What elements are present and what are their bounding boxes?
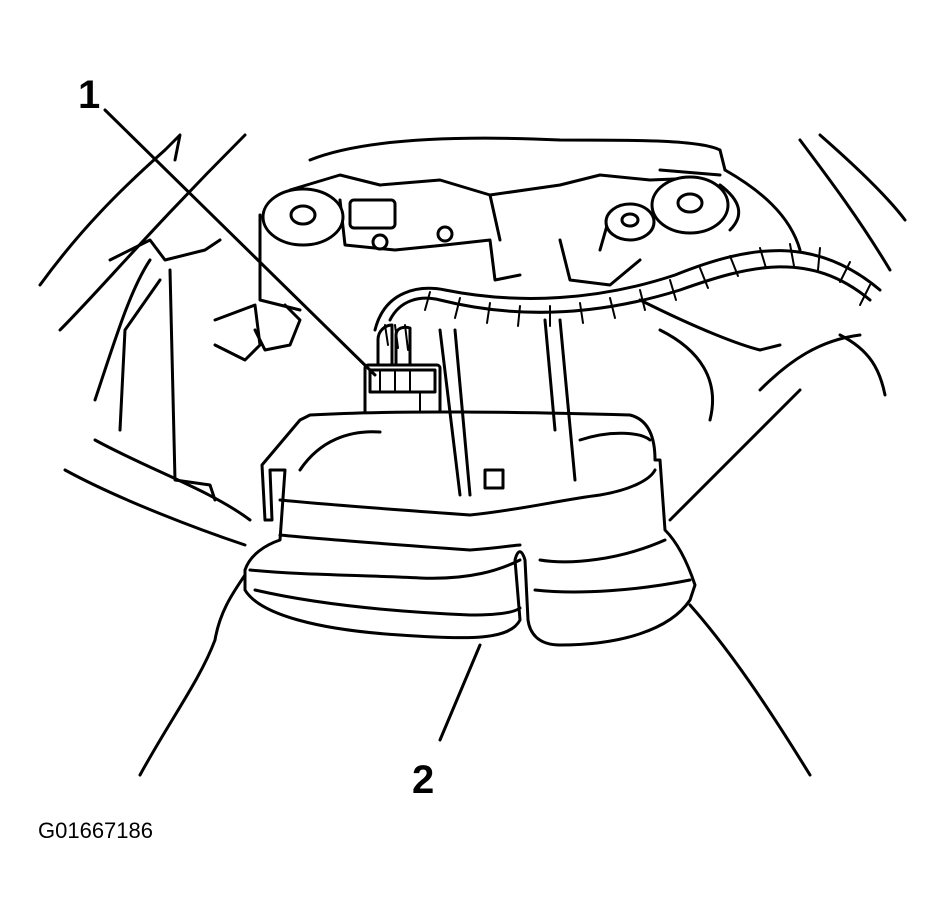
callout-2-label: 2 bbox=[412, 758, 434, 802]
left-panel-outline bbox=[38, 133, 252, 547]
lamp-housing bbox=[243, 318, 697, 647]
lower-panel-lines bbox=[138, 573, 812, 777]
wiring-harness bbox=[373, 243, 882, 351]
mounting-boss-right bbox=[650, 175, 730, 235]
upper-housing bbox=[213, 133, 907, 522]
mounting-boss-small-right bbox=[604, 202, 656, 242]
latch-tab bbox=[348, 198, 454, 251]
figure-id: G01667186 bbox=[38, 818, 153, 843]
leader-lines bbox=[103, 108, 482, 742]
mounting-boss-left bbox=[261, 187, 345, 247]
callout-1-label: 1 bbox=[78, 73, 100, 117]
